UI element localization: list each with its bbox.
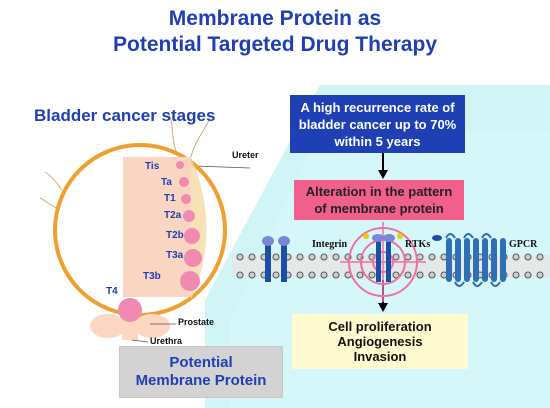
prostate-label: Prostate — [178, 317, 215, 327]
recurrence-line-1: A high recurrence rate of — [300, 99, 455, 115]
outcomes-box: Cell proliferation Angiogenesis Invasion — [292, 314, 468, 369]
potential-membrane-protein-box: Potential Membrane Protein — [119, 346, 283, 398]
stages-heading: Bladder cancer stages — [34, 106, 216, 125]
t4-tumor — [118, 298, 142, 322]
integrin-label: Integrin — [312, 239, 347, 250]
arrow-down-1 — [378, 170, 388, 179]
page-title: Membrane Protein as Potential Targeted D… — [0, 6, 550, 58]
recurrence-box: A high recurrence rate of bladder cancer… — [290, 95, 465, 153]
ureter-pointer — [194, 165, 251, 169]
alteration-box: Alteration in the pattern of membrane pr… — [294, 180, 464, 220]
outcome-angiogenesis: Angiogenesis — [337, 334, 423, 349]
rtks-label: RTKs — [405, 239, 431, 250]
outcome-invasion: Invasion — [353, 349, 407, 364]
potential-line-1: Potential — [169, 354, 233, 371]
stage-t2a: T2a — [164, 210, 182, 221]
rtk-target — [340, 222, 442, 302]
recurrence-line-3: within 5 years — [334, 133, 421, 149]
stage-t3b: T3b — [143, 271, 161, 282]
title-line-1: Membrane Protein as — [168, 7, 382, 30]
prostate-left — [90, 314, 126, 338]
gpcr-protein — [445, 233, 506, 287]
stage-t3a: T3a — [166, 250, 184, 261]
alteration-line-1: Alteration in the pattern — [305, 184, 453, 199]
gpcr-label: GPCR — [509, 239, 538, 250]
potential-line-2: Membrane Protein — [135, 372, 267, 389]
urethra-label: Urethra — [150, 336, 183, 346]
stage-t2b: T2b — [166, 230, 184, 241]
urethra-pointer — [131, 339, 149, 343]
tumors — [176, 161, 202, 291]
title-line-2: Potential Targeted Drug Therapy — [113, 33, 437, 56]
arrow-down-2 — [378, 303, 388, 312]
ureter-label: Ureter — [232, 150, 259, 160]
stage-ta: Ta — [161, 177, 172, 188]
stage-tis: Tis — [145, 161, 160, 172]
ureter-lines — [39, 111, 211, 211]
stage-t1: T1 — [164, 193, 176, 204]
integrin-protein — [262, 236, 290, 282]
outcome-proliferation: Cell proliferation — [328, 319, 432, 334]
stage-t4: T4 — [106, 286, 118, 297]
prostate-right — [134, 314, 170, 338]
recurrence-line-2: bladder cancer up to 70% — [298, 116, 457, 132]
alteration-line-2: of membrane protein — [314, 201, 444, 216]
